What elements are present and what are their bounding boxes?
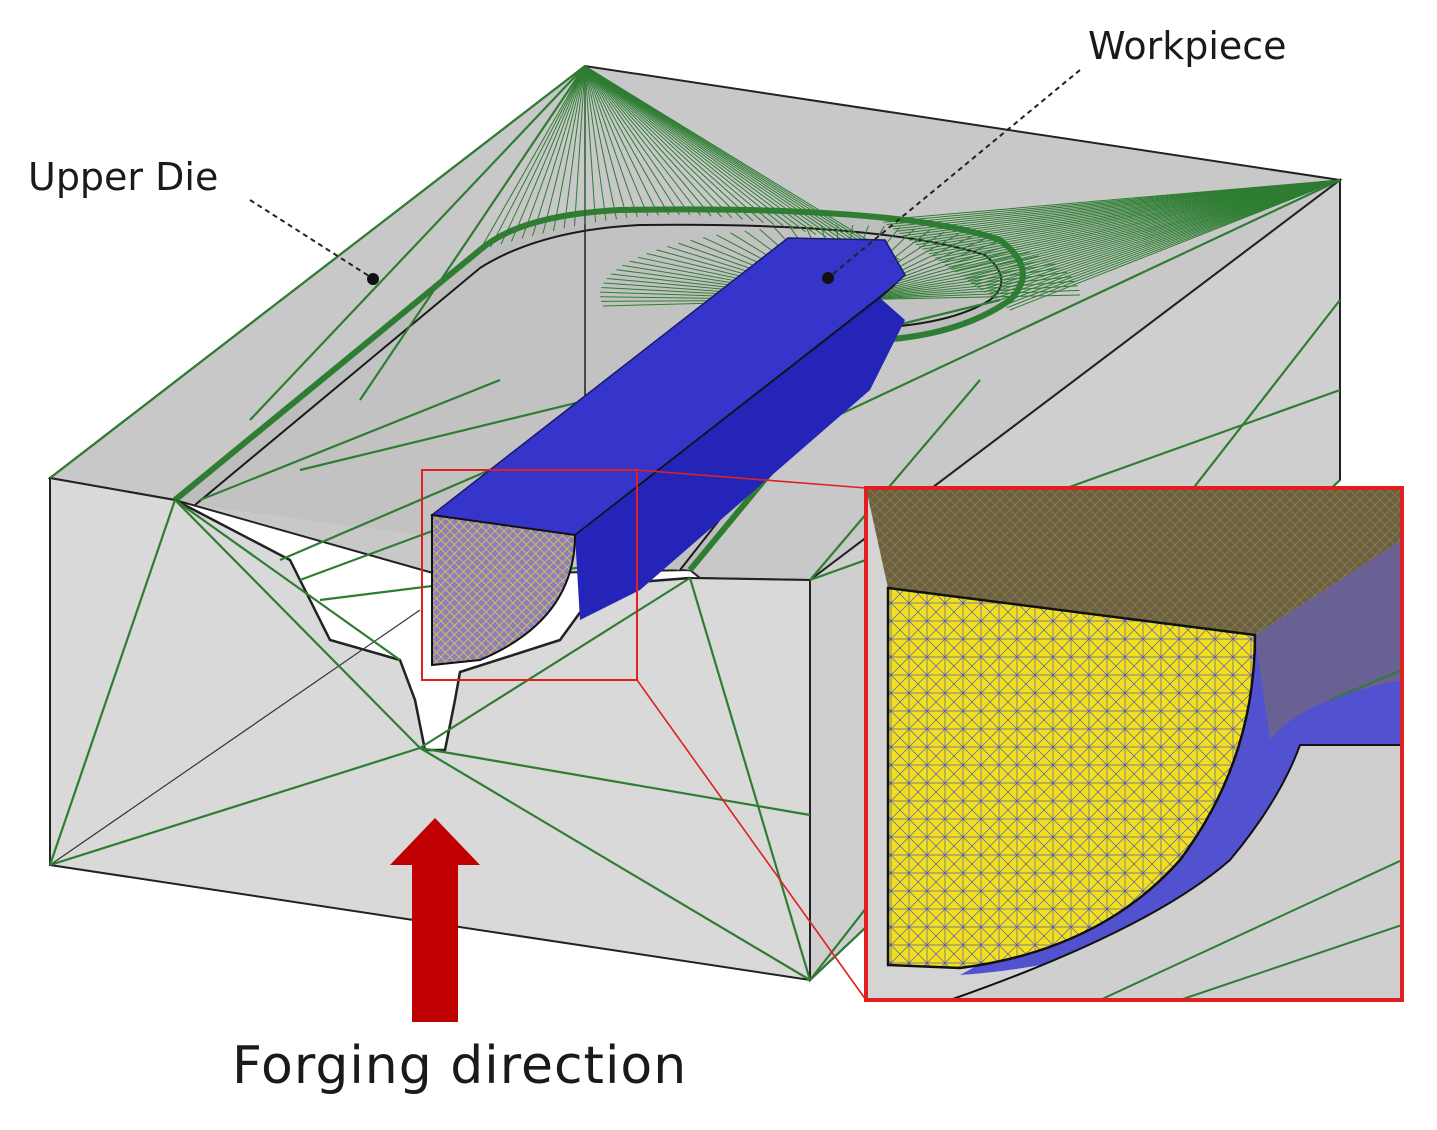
mesh-fan-top bbox=[479, 65, 901, 261]
mesh-line bbox=[961, 179, 1341, 277]
mesh-line bbox=[584, 65, 670, 216]
forging-direction-arrow bbox=[390, 818, 480, 1022]
workpiece bbox=[430, 237, 906, 667]
mesh-line bbox=[500, 65, 586, 245]
mesh-line bbox=[542, 65, 586, 234]
mesh-line bbox=[584, 65, 617, 220]
mesh-line bbox=[970, 179, 1341, 284]
mesh-line bbox=[584, 65, 691, 216]
mesh-fan-right bbox=[879, 179, 1341, 311]
mesh-line bbox=[584, 65, 712, 217]
mesh-line bbox=[521, 65, 586, 239]
mesh-line bbox=[584, 65, 701, 216]
mesh-line bbox=[996, 179, 1341, 302]
mesh-line bbox=[511, 65, 586, 242]
mesh-line bbox=[584, 65, 848, 244]
workpiece-side bbox=[575, 298, 905, 620]
mesh-line bbox=[584, 65, 628, 218]
callout-leaders bbox=[249, 69, 1081, 285]
mesh-line bbox=[584, 65, 785, 228]
mesh-line bbox=[584, 65, 796, 230]
mesh-line bbox=[490, 65, 586, 248]
upper-die-label: Upper Die bbox=[28, 155, 219, 199]
mesh-line bbox=[553, 65, 586, 231]
mesh-line bbox=[584, 65, 659, 216]
mesh-line bbox=[584, 65, 596, 223]
mesh-line bbox=[584, 65, 680, 216]
mesh-line bbox=[584, 65, 754, 222]
mesh-line bbox=[967, 179, 1341, 282]
mesh-line bbox=[584, 65, 827, 238]
mesh-line bbox=[584, 65, 838, 241]
mesh-line bbox=[584, 65, 722, 218]
mesh-line bbox=[584, 65, 743, 220]
mesh-line bbox=[990, 179, 1341, 297]
mesh-line bbox=[584, 65, 764, 224]
mesh-line bbox=[983, 179, 1341, 293]
mesh-line bbox=[584, 65, 775, 226]
mesh-line bbox=[584, 65, 607, 221]
mesh-line bbox=[584, 65, 733, 219]
workpiece-cross-section bbox=[431, 513, 577, 667]
zoomed-cross-section bbox=[886, 586, 1257, 970]
mesh-line bbox=[584, 65, 806, 233]
zoom-inset bbox=[864, 486, 1404, 1002]
mesh-line bbox=[584, 65, 817, 235]
mesh-line bbox=[563, 65, 586, 229]
forging-direction-label: Forging direction bbox=[232, 1036, 688, 1096]
mesh-line bbox=[1009, 179, 1341, 311]
mesh-line bbox=[977, 179, 1341, 288]
workpiece-label: Workpiece bbox=[1088, 24, 1287, 68]
zoom-source-box bbox=[421, 469, 638, 681]
mesh-line bbox=[479, 65, 586, 251]
mesh-line bbox=[574, 65, 586, 227]
mesh-line bbox=[974, 179, 1341, 286]
mesh-line bbox=[584, 65, 649, 217]
mesh-line bbox=[964, 179, 1341, 279]
mesh-line bbox=[584, 65, 901, 261]
mesh-line bbox=[584, 65, 638, 217]
mesh-line bbox=[532, 65, 586, 237]
mesh-line bbox=[1003, 179, 1341, 306]
